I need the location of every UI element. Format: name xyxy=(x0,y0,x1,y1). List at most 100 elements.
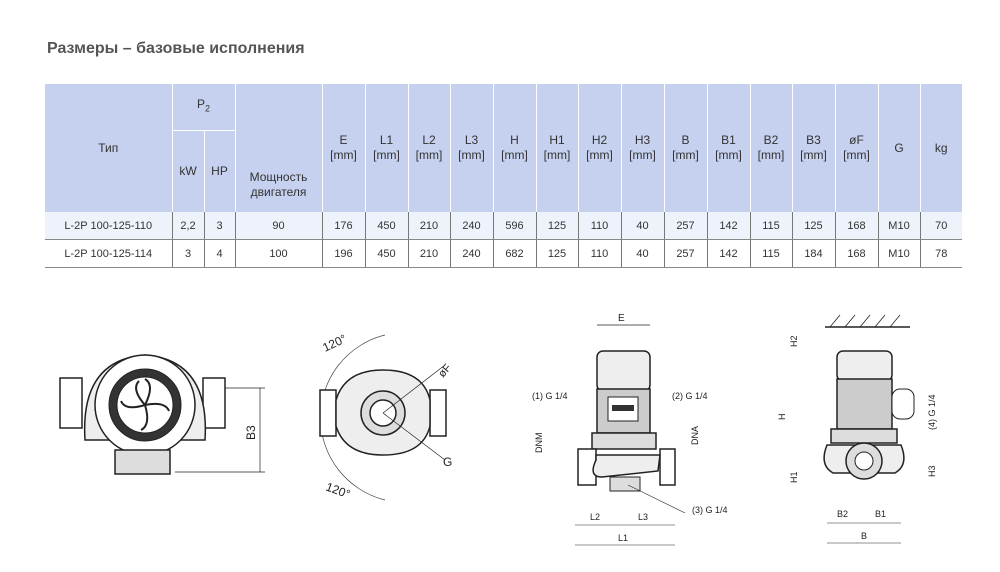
dimensions-table: Тип P2 Мощность двигателя E[mm]L1[mm]L2[… xyxy=(45,84,962,268)
header-dim-7: H3[mm] xyxy=(620,84,664,212)
label-l1: L1 xyxy=(618,533,628,543)
table-cell: 450 xyxy=(364,212,408,240)
table-cell: M10 xyxy=(877,212,920,240)
label-port-2: (2) G 1/4 xyxy=(672,391,708,401)
header-dim-6: H2[mm] xyxy=(577,84,621,212)
label-dnm: DNM xyxy=(534,433,544,454)
label-port-1: (1) G 1/4 xyxy=(532,391,568,401)
header-kg: kg xyxy=(919,84,962,212)
table-cell: 168 xyxy=(834,212,878,240)
header-dim-5: H1[mm] xyxy=(535,84,578,212)
table-cell: M10 xyxy=(877,239,920,268)
table-cell: 257 xyxy=(663,212,707,240)
dim-unit: [mm] xyxy=(330,148,357,162)
header-dim-1: L1[mm] xyxy=(364,84,408,212)
header-dim-11: B3[mm] xyxy=(791,84,835,212)
table-cell: 100 xyxy=(234,239,322,268)
header-dim-10: B2[mm] xyxy=(749,84,792,212)
table-cell: 168 xyxy=(834,239,878,268)
dim-unit: [mm] xyxy=(458,148,485,162)
page-title: Размеры – базовые исполнения xyxy=(47,40,305,57)
label-b2: B2 xyxy=(837,509,848,519)
label-angle-bottom: 120° xyxy=(324,480,352,502)
p2-label: P xyxy=(196,97,205,112)
label-b: B xyxy=(861,531,867,541)
table-cell: 3 xyxy=(171,239,204,268)
table-cell: 4 xyxy=(203,239,235,268)
pump-top-view-drawing: B3 xyxy=(59,354,265,475)
header-dim-3: L3[mm] xyxy=(449,84,493,212)
table-cell: 2,2 xyxy=(171,212,204,240)
table-cell: 125 xyxy=(535,239,578,268)
header-dim-4: H[mm] xyxy=(492,84,536,212)
label-h2: H2 xyxy=(789,335,799,347)
table-cell: 70 xyxy=(919,212,962,240)
dim-name: B1 xyxy=(721,133,736,147)
dim-unit: [mm] xyxy=(715,148,742,162)
label-dna: DNA xyxy=(690,426,700,445)
dim-name: B xyxy=(681,133,690,147)
table-cell: 682 xyxy=(492,239,536,268)
label-l3: L3 xyxy=(638,512,648,522)
header-dim-9: B1[mm] xyxy=(706,84,750,212)
dim-name: B2 xyxy=(763,133,779,147)
dim-unit: [mm] xyxy=(501,148,528,162)
table-cell: 450 xyxy=(364,239,408,268)
dim-name: H3 xyxy=(634,133,651,147)
table-cell: 210 xyxy=(407,212,450,240)
pump-flange-view-drawing: 120° 120° øF G xyxy=(319,331,454,502)
table-cell: 176 xyxy=(321,212,365,240)
table-cell: 142 xyxy=(706,212,750,240)
dim-name: L1 xyxy=(379,133,394,147)
header-g: G xyxy=(877,84,920,212)
header-hp: HP xyxy=(203,130,235,212)
dim-name: B3 xyxy=(806,133,821,147)
table-cell: 125 xyxy=(791,212,835,240)
dim-unit: [mm] xyxy=(629,148,656,162)
dim-name: L3 xyxy=(464,133,479,147)
table-cell: 115 xyxy=(749,239,792,268)
p2-subscript: 2 xyxy=(205,103,211,114)
header-dim-0: E[mm] xyxy=(321,84,365,212)
header-dim-8: B[mm] xyxy=(663,84,707,212)
pump-end-view-drawing: H2 H H1 H3 (4) G 1/4 B2 B1 B xyxy=(777,314,937,544)
header-dim-12: øF[mm] xyxy=(834,84,878,212)
label-angle-top: 120° xyxy=(320,331,349,354)
table-cell: 90 xyxy=(234,212,322,240)
label-port-4: (4) G 1/4 xyxy=(927,394,937,430)
dim-unit: [mm] xyxy=(672,148,699,162)
dim-unit: [mm] xyxy=(757,148,785,162)
table-cell: 40 xyxy=(620,212,664,240)
dim-unit: [mm] xyxy=(373,148,400,162)
model-cell: L-2P 100-125-114 xyxy=(45,239,172,268)
table-cell: 196 xyxy=(321,239,365,268)
table-cell: 110 xyxy=(577,239,621,268)
label-g: G xyxy=(443,455,452,469)
dim-name: H1 xyxy=(549,133,565,147)
table-cell: 240 xyxy=(449,239,493,268)
table-cell: 184 xyxy=(791,239,835,268)
header-type: Тип xyxy=(45,84,172,212)
table-cell: 3 xyxy=(203,212,235,240)
dim-name: H xyxy=(510,133,519,147)
dim-unit: [mm] xyxy=(543,148,571,162)
label-e: E xyxy=(618,313,625,324)
label-l2: L2 xyxy=(590,512,600,522)
header-kw: kW xyxy=(171,130,204,212)
label-port-3: (3) G 1/4 xyxy=(692,505,728,515)
dim-name: E xyxy=(339,133,348,147)
table-cell: 40 xyxy=(620,239,664,268)
label-h1: H1 xyxy=(789,471,799,483)
header-dim-2: L2[mm] xyxy=(407,84,450,212)
table-cell: 142 xyxy=(706,239,750,268)
dim-name: L2 xyxy=(422,133,436,147)
table-cell: 115 xyxy=(749,212,792,240)
table-cell: 78 xyxy=(919,239,962,268)
table-cell: 596 xyxy=(492,212,536,240)
dim-unit: [mm] xyxy=(586,148,613,162)
label-h: H xyxy=(777,414,787,421)
table-cell: 210 xyxy=(407,239,450,268)
pump-side-view-drawing: E (1) G 1/4 (2) G 1/4 (3) G 1/4 DNM DNA … xyxy=(532,313,728,546)
